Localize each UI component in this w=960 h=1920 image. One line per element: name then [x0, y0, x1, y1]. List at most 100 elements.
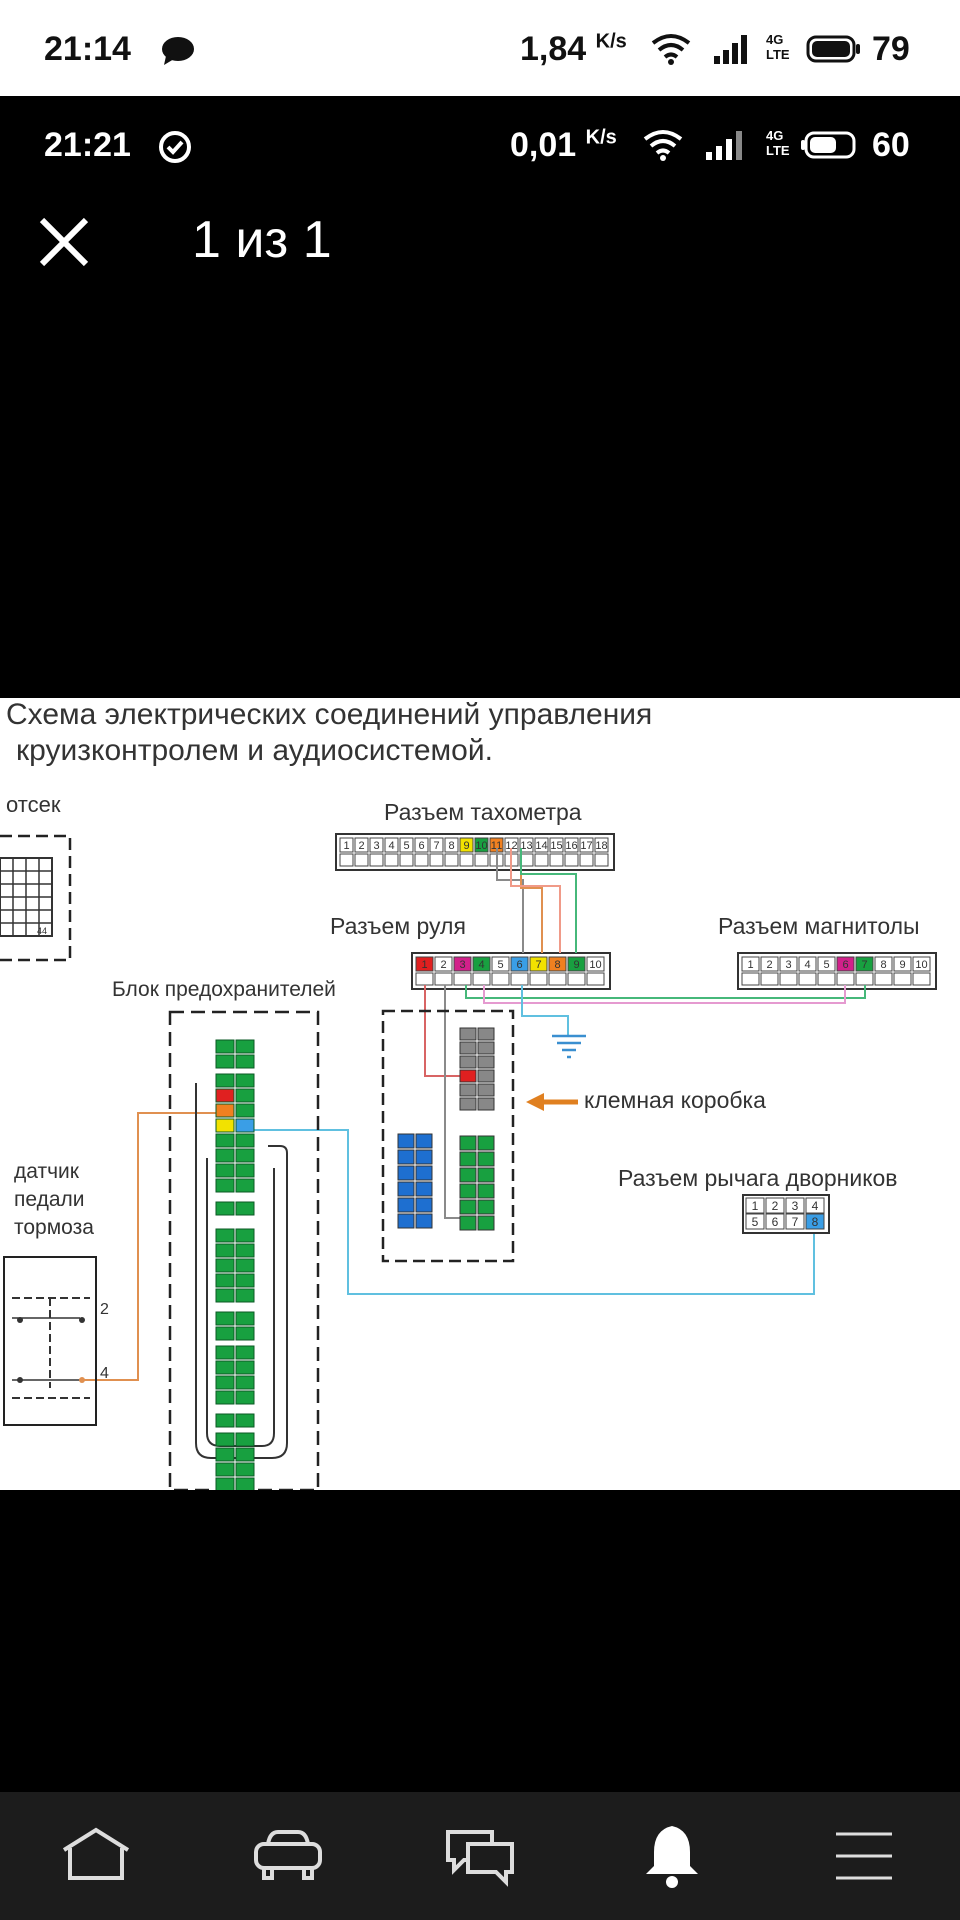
tacho-pin-number: 18 [595, 840, 607, 852]
fuse-cell [215, 1039, 235, 1054]
fuse-cell [235, 1273, 255, 1288]
nav-menu[interactable] [824, 1820, 904, 1892]
terminal-cell [459, 1151, 477, 1167]
fuse-cell [235, 1477, 255, 1492]
tacho-pin-number: 12 [505, 840, 517, 852]
wiper-pin-number: 6 [772, 1215, 779, 1229]
nav-home[interactable] [56, 1820, 136, 1892]
inner-battery-level: 60 [872, 126, 910, 164]
fuse-cell [235, 1432, 255, 1447]
inner-status-time: 21:21 [44, 126, 131, 164]
arrow-to-terminal-box [526, 1093, 578, 1111]
fuse-cell [235, 1413, 255, 1428]
fuse-cell [215, 1311, 235, 1326]
wire-green-tacho [520, 848, 577, 953]
bottom-navigation [0, 1792, 960, 1920]
fuse-cell [215, 1462, 235, 1477]
tacho-pin-lower [594, 853, 609, 867]
fuse-cell [215, 1375, 235, 1390]
terminal-cell [477, 1097, 495, 1111]
wiper-pin [805, 1213, 825, 1230]
radio-pin-number: 10 [915, 959, 927, 971]
wire-green-radio [465, 985, 866, 999]
terminal-cell [415, 1133, 433, 1149]
tacho-pin [354, 837, 369, 853]
fuse-cell [215, 1432, 235, 1447]
tacho-pin [564, 837, 579, 853]
fuse-cell [235, 1288, 255, 1303]
tacho-pin [459, 837, 474, 853]
tacho-pin-number: 14 [535, 840, 547, 852]
wheel-pin-number: 8 [554, 959, 560, 971]
wheel-pin-number: 6 [516, 959, 522, 971]
compartment-box: 44 [0, 834, 72, 962]
network-type-label: 4G LTE [766, 128, 790, 158]
terminal-cell [459, 1069, 477, 1083]
terminal-box-label: клемная коробка [584, 1087, 766, 1113]
compartment-label: отсек [6, 792, 61, 817]
wiring-diagram-image: Схема электрических соединений управлени… [0, 698, 960, 1530]
bell-icon [646, 1826, 698, 1888]
wheel-pin [434, 956, 453, 972]
wire-pink-radio [483, 985, 846, 1004]
fuse-block [168, 1010, 320, 1530]
fuse-cell [215, 1103, 235, 1118]
radio-pin [798, 956, 817, 972]
terminal-cell [459, 1199, 477, 1215]
fuse-cell [215, 1118, 235, 1133]
tacho-pin-lower [579, 853, 594, 867]
fuse-cell [235, 1228, 255, 1243]
fuse-cell [215, 1148, 235, 1163]
terminal-cell [477, 1167, 495, 1183]
diagram-title-line1: Схема электрических соединений управлени… [6, 698, 652, 731]
fuse-cell [235, 1178, 255, 1193]
terminal-cell [459, 1167, 477, 1183]
terminal-cell [459, 1135, 477, 1151]
fuse-cell [235, 1054, 255, 1069]
outer-status-time: 21:14 [44, 30, 131, 68]
wheel-pin-number: 5 [497, 959, 503, 971]
radio-pin-lower [855, 972, 874, 986]
wire-red-terminal [424, 985, 466, 1077]
inner-status-bar: 21:21 0,01 K/s 4G LTE 60 [0, 96, 960, 196]
wiper-pin-number: 8 [812, 1215, 819, 1229]
close-button[interactable] [28, 206, 100, 278]
fuse-cell [215, 1477, 235, 1492]
terminal-cell [459, 1215, 477, 1231]
fuse-cell [235, 1360, 255, 1375]
outer-status-bar: 21:14 1,84 K/s 4G LTE 79 [0, 0, 960, 96]
terminal-cell [477, 1151, 495, 1167]
nav-messages[interactable] [440, 1820, 520, 1892]
fuse-cell [235, 1103, 255, 1118]
terminal-cell [477, 1183, 495, 1199]
wiper-pin-number: 7 [792, 1215, 799, 1229]
fuse-cell [215, 1447, 235, 1462]
sensor-pin-2: 2 [100, 1301, 109, 1318]
radio-connector-label: Разъем магнитолы [718, 913, 920, 939]
wiper-pin-number: 4 [812, 1199, 819, 1213]
fuse-cell [235, 1326, 255, 1341]
fuse-cell [235, 1133, 255, 1148]
tacho-pin-number: 15 [550, 840, 562, 852]
fuse-cell [215, 1413, 235, 1428]
terminal-cell [477, 1199, 495, 1215]
fuse-cell [215, 1228, 235, 1243]
fuse-cell [215, 1178, 235, 1193]
radio-pin-lower [912, 972, 931, 986]
terminal-cell [477, 1069, 495, 1083]
nav-notifications[interactable] [632, 1820, 712, 1892]
tacho-pin-number: 8 [448, 840, 454, 852]
wheel-pin [510, 956, 529, 972]
tacho-pin-lower [534, 853, 549, 867]
tacho-pin-lower [459, 853, 474, 867]
wiper-pin [785, 1197, 805, 1214]
sensor-label-line2: педали [14, 1188, 85, 1211]
terminal-cell [459, 1083, 477, 1097]
wifi-icon [643, 130, 683, 161]
fuse-cell [235, 1345, 255, 1360]
wheel-pin-lower [586, 972, 605, 986]
nav-garage[interactable] [248, 1820, 328, 1892]
tacho-pin-number: 7 [433, 840, 439, 852]
fuse-cell [215, 1088, 235, 1103]
